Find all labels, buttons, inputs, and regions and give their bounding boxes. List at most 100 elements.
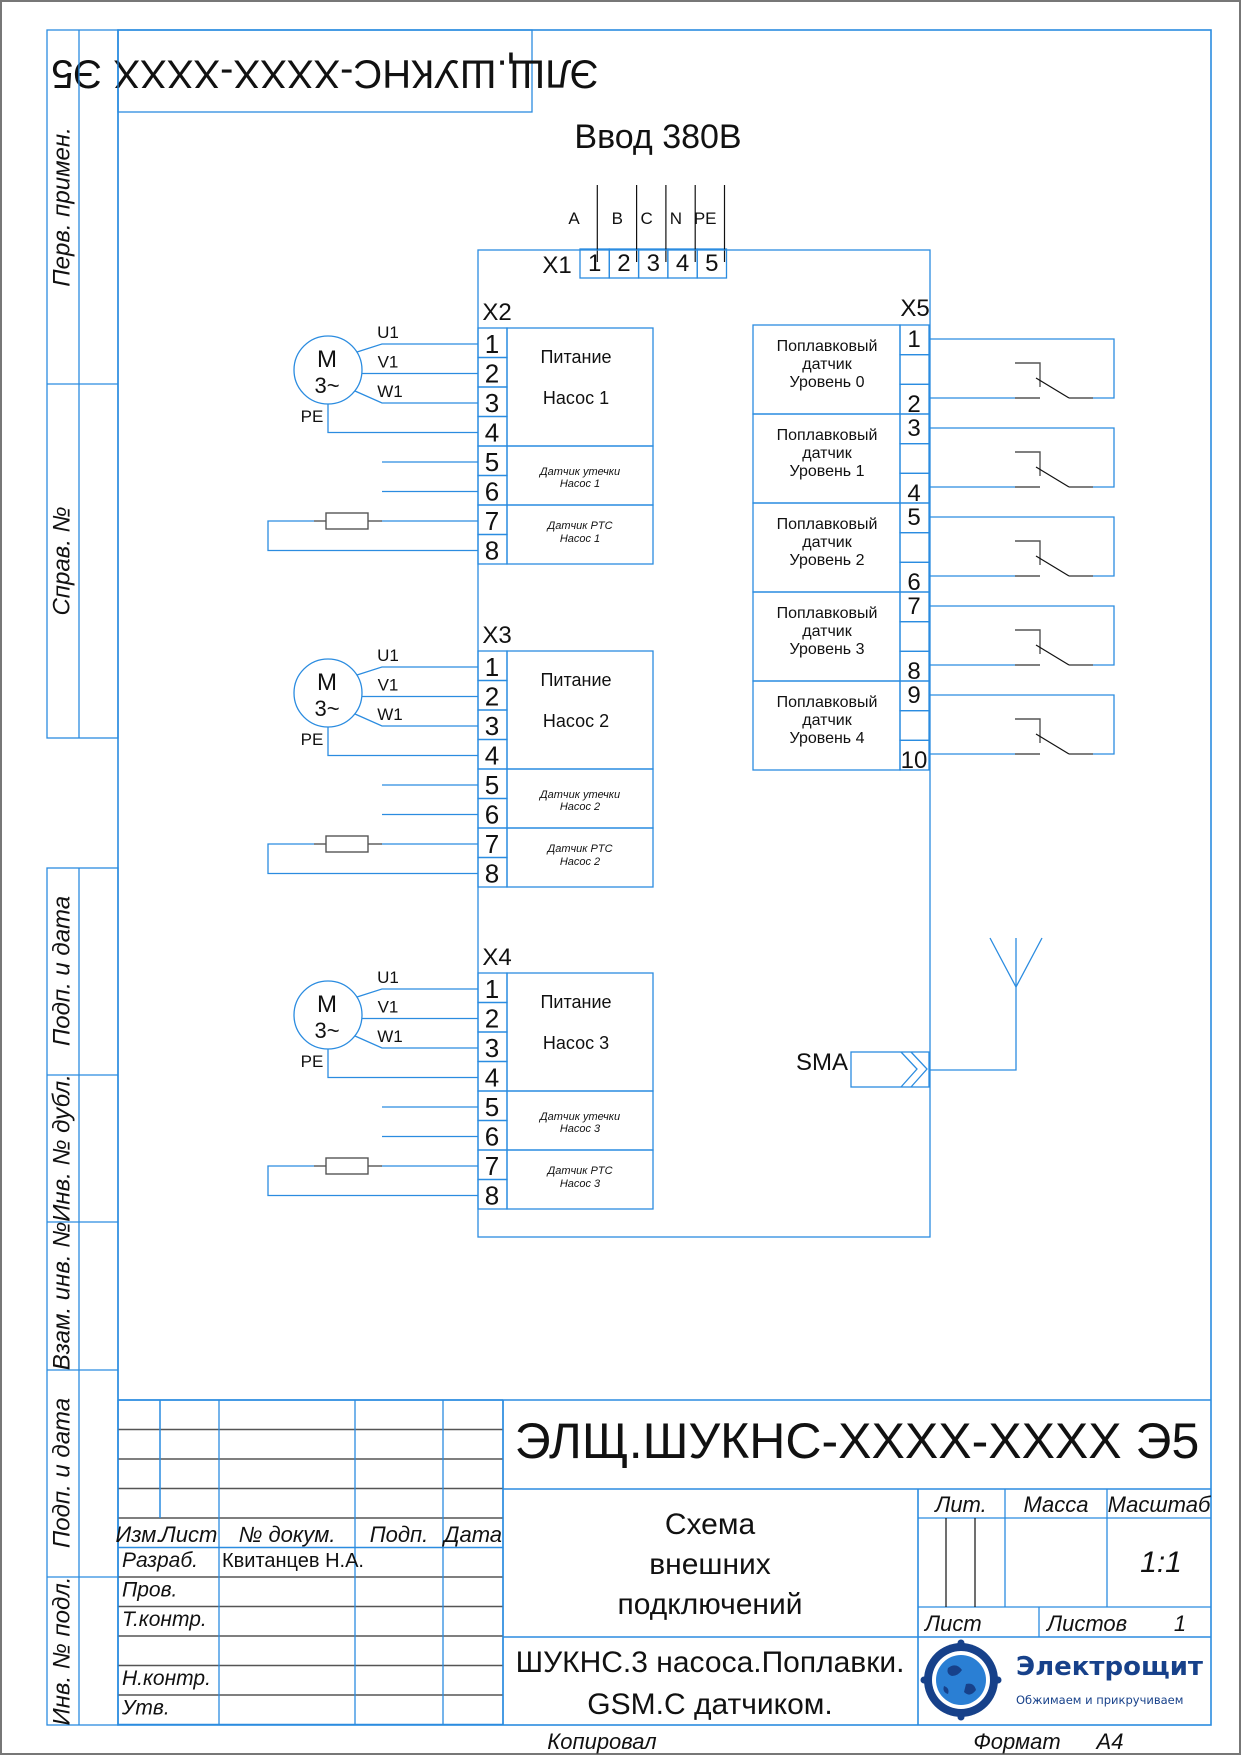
wire-w1 — [354, 390, 478, 404]
float-terminal-cell — [899, 354, 930, 385]
ptc-label-2: Насос 3 — [560, 1178, 601, 1190]
designation: ЭЛЩ.ШУКНС-XXXX-XXXX Э5 — [515, 1413, 1200, 1469]
ptc-sensor-box — [506, 827, 654, 888]
pump-terminal-number: 5 — [485, 770, 499, 800]
company-logo: Электрощит Обжимаем и прикручиваем — [920, 1639, 1203, 1721]
doc-name-line-2: внешних — [649, 1548, 771, 1581]
pump-terminal-number: 2 — [485, 682, 499, 712]
signature-role: Н.контр. — [122, 1667, 211, 1690]
x1-terminal-number: 2 — [617, 250, 630, 277]
float-sensor-label: Уровень 2 — [790, 552, 865, 569]
leak-label-1: Датчик утечки — [538, 1111, 620, 1123]
wire-label-u1: U1 — [377, 323, 399, 342]
scale-label: Масштаб — [1108, 1492, 1212, 1517]
pump-terminal-number: 8 — [485, 859, 499, 889]
ptc-loop-wire — [267, 1165, 478, 1197]
pump-connector-label: X2 — [482, 299, 511, 326]
pump-terminal-number: 7 — [485, 506, 499, 536]
side-label-inv-dubl: Инв. № дубл. — [48, 1074, 75, 1222]
motor-label-top: M — [317, 669, 337, 696]
pump-connector-label: X3 — [482, 622, 511, 649]
phase-label: B — [612, 209, 623, 228]
revision-header: Изм. — [116, 1522, 163, 1547]
float-terminal-cell — [899, 710, 930, 741]
float-sensor-label: Уровень 1 — [790, 463, 865, 480]
revision-header: № докум. — [239, 1522, 336, 1547]
sheet-label: Лист — [923, 1611, 982, 1636]
float-loop-wire — [930, 605, 1115, 666]
wire-w1 — [354, 1035, 478, 1049]
rotated-designation: ЭЛЩ.ШУКНС-XXXX-XXXX Э5 — [51, 51, 599, 95]
wire-label-w1: W1 — [377, 1027, 403, 1046]
ptc-sensor-box — [506, 1149, 654, 1210]
developer-name: Квитанцев Н.А. — [222, 1550, 364, 1572]
float-terminal-number: 7 — [907, 593, 920, 620]
wire-u1 — [356, 666, 478, 676]
pump-terminal-number: 2 — [485, 359, 499, 389]
ptc-resistor-icon — [325, 512, 369, 530]
float-sensor-label: Поплавковый — [777, 427, 878, 444]
pump-terminal-number: 2 — [485, 1004, 499, 1034]
ptc-label-2: Насос 2 — [560, 856, 600, 868]
wire-label-v1: V1 — [378, 353, 399, 372]
signature-role: Т.контр. — [122, 1608, 207, 1631]
copied-label: Копировал — [547, 1729, 656, 1754]
float-sensor-label: Уровень 4 — [790, 730, 865, 747]
float-terminal-number: 4 — [907, 480, 920, 507]
ptc-label-2: Насос 1 — [560, 533, 600, 545]
mass-label: Масса — [1023, 1492, 1088, 1517]
side-label-perv-primen: Перв. примен. — [48, 127, 75, 287]
x1-connector-label: X1 — [542, 252, 571, 279]
pump-terminal-number: 8 — [485, 536, 499, 566]
motor-label-bottom: 3~ — [314, 696, 339, 721]
float-terminal-number: 10 — [901, 747, 928, 774]
power-label-2: Насос 1 — [543, 388, 609, 408]
wire-label-u1: U1 — [377, 968, 399, 987]
x5-connector-label: X5 — [900, 295, 929, 322]
ptc-loop-wire — [267, 520, 478, 552]
wire-w1 — [354, 713, 478, 727]
wire-label-u1: U1 — [377, 646, 399, 665]
phase-label: A — [568, 209, 580, 228]
power-label-1: Питание — [540, 670, 611, 690]
revision-header: Лист — [159, 1522, 218, 1547]
ptc-resistor-icon — [325, 1157, 369, 1175]
wire-label-w1: W1 — [377, 705, 403, 724]
wire-u1 — [356, 343, 478, 353]
company-name: Электрощит — [1016, 1652, 1203, 1682]
float-switch-icon — [1015, 718, 1041, 743]
side-label-inv-podl: Инв. № подл. — [48, 1577, 75, 1726]
power-box — [506, 327, 654, 447]
signature-role: Пров. — [122, 1579, 177, 1602]
leak-label-1: Датчик утечки — [538, 789, 620, 801]
pump-terminal-number: 6 — [485, 800, 499, 830]
drawing-frame — [117, 29, 1212, 1726]
wire-label-w1: W1 — [377, 382, 403, 401]
pump-terminal-number: 7 — [485, 1151, 499, 1181]
pump-terminal-number: 6 — [485, 1122, 499, 1152]
power-box — [506, 650, 654, 770]
ptc-sensor-box — [506, 504, 654, 565]
float-terminal-number: 9 — [907, 682, 920, 709]
input-block: Ввод 380В X1 — [542, 118, 741, 279]
ptc-label-1: Датчик PTC — [545, 520, 612, 532]
wire-label-pe: PE — [301, 730, 324, 749]
ptc-loop-wire — [267, 843, 478, 875]
float-sensor-label: Поплавковый — [777, 516, 878, 533]
revision-header: Подп. — [370, 1522, 429, 1547]
side-strip: Перв. примен. Справ. № Подп. и дата Инв.… — [46, 29, 119, 1726]
globe-icon — [936, 1655, 986, 1705]
side-label-sprav-no: Справ. № — [48, 506, 75, 615]
sma-chevron-icon — [900, 1051, 918, 1088]
format-label: Формат — [973, 1729, 1060, 1754]
float-sensor-label: Поплавковый — [777, 338, 878, 355]
wire-u1 — [356, 988, 478, 998]
